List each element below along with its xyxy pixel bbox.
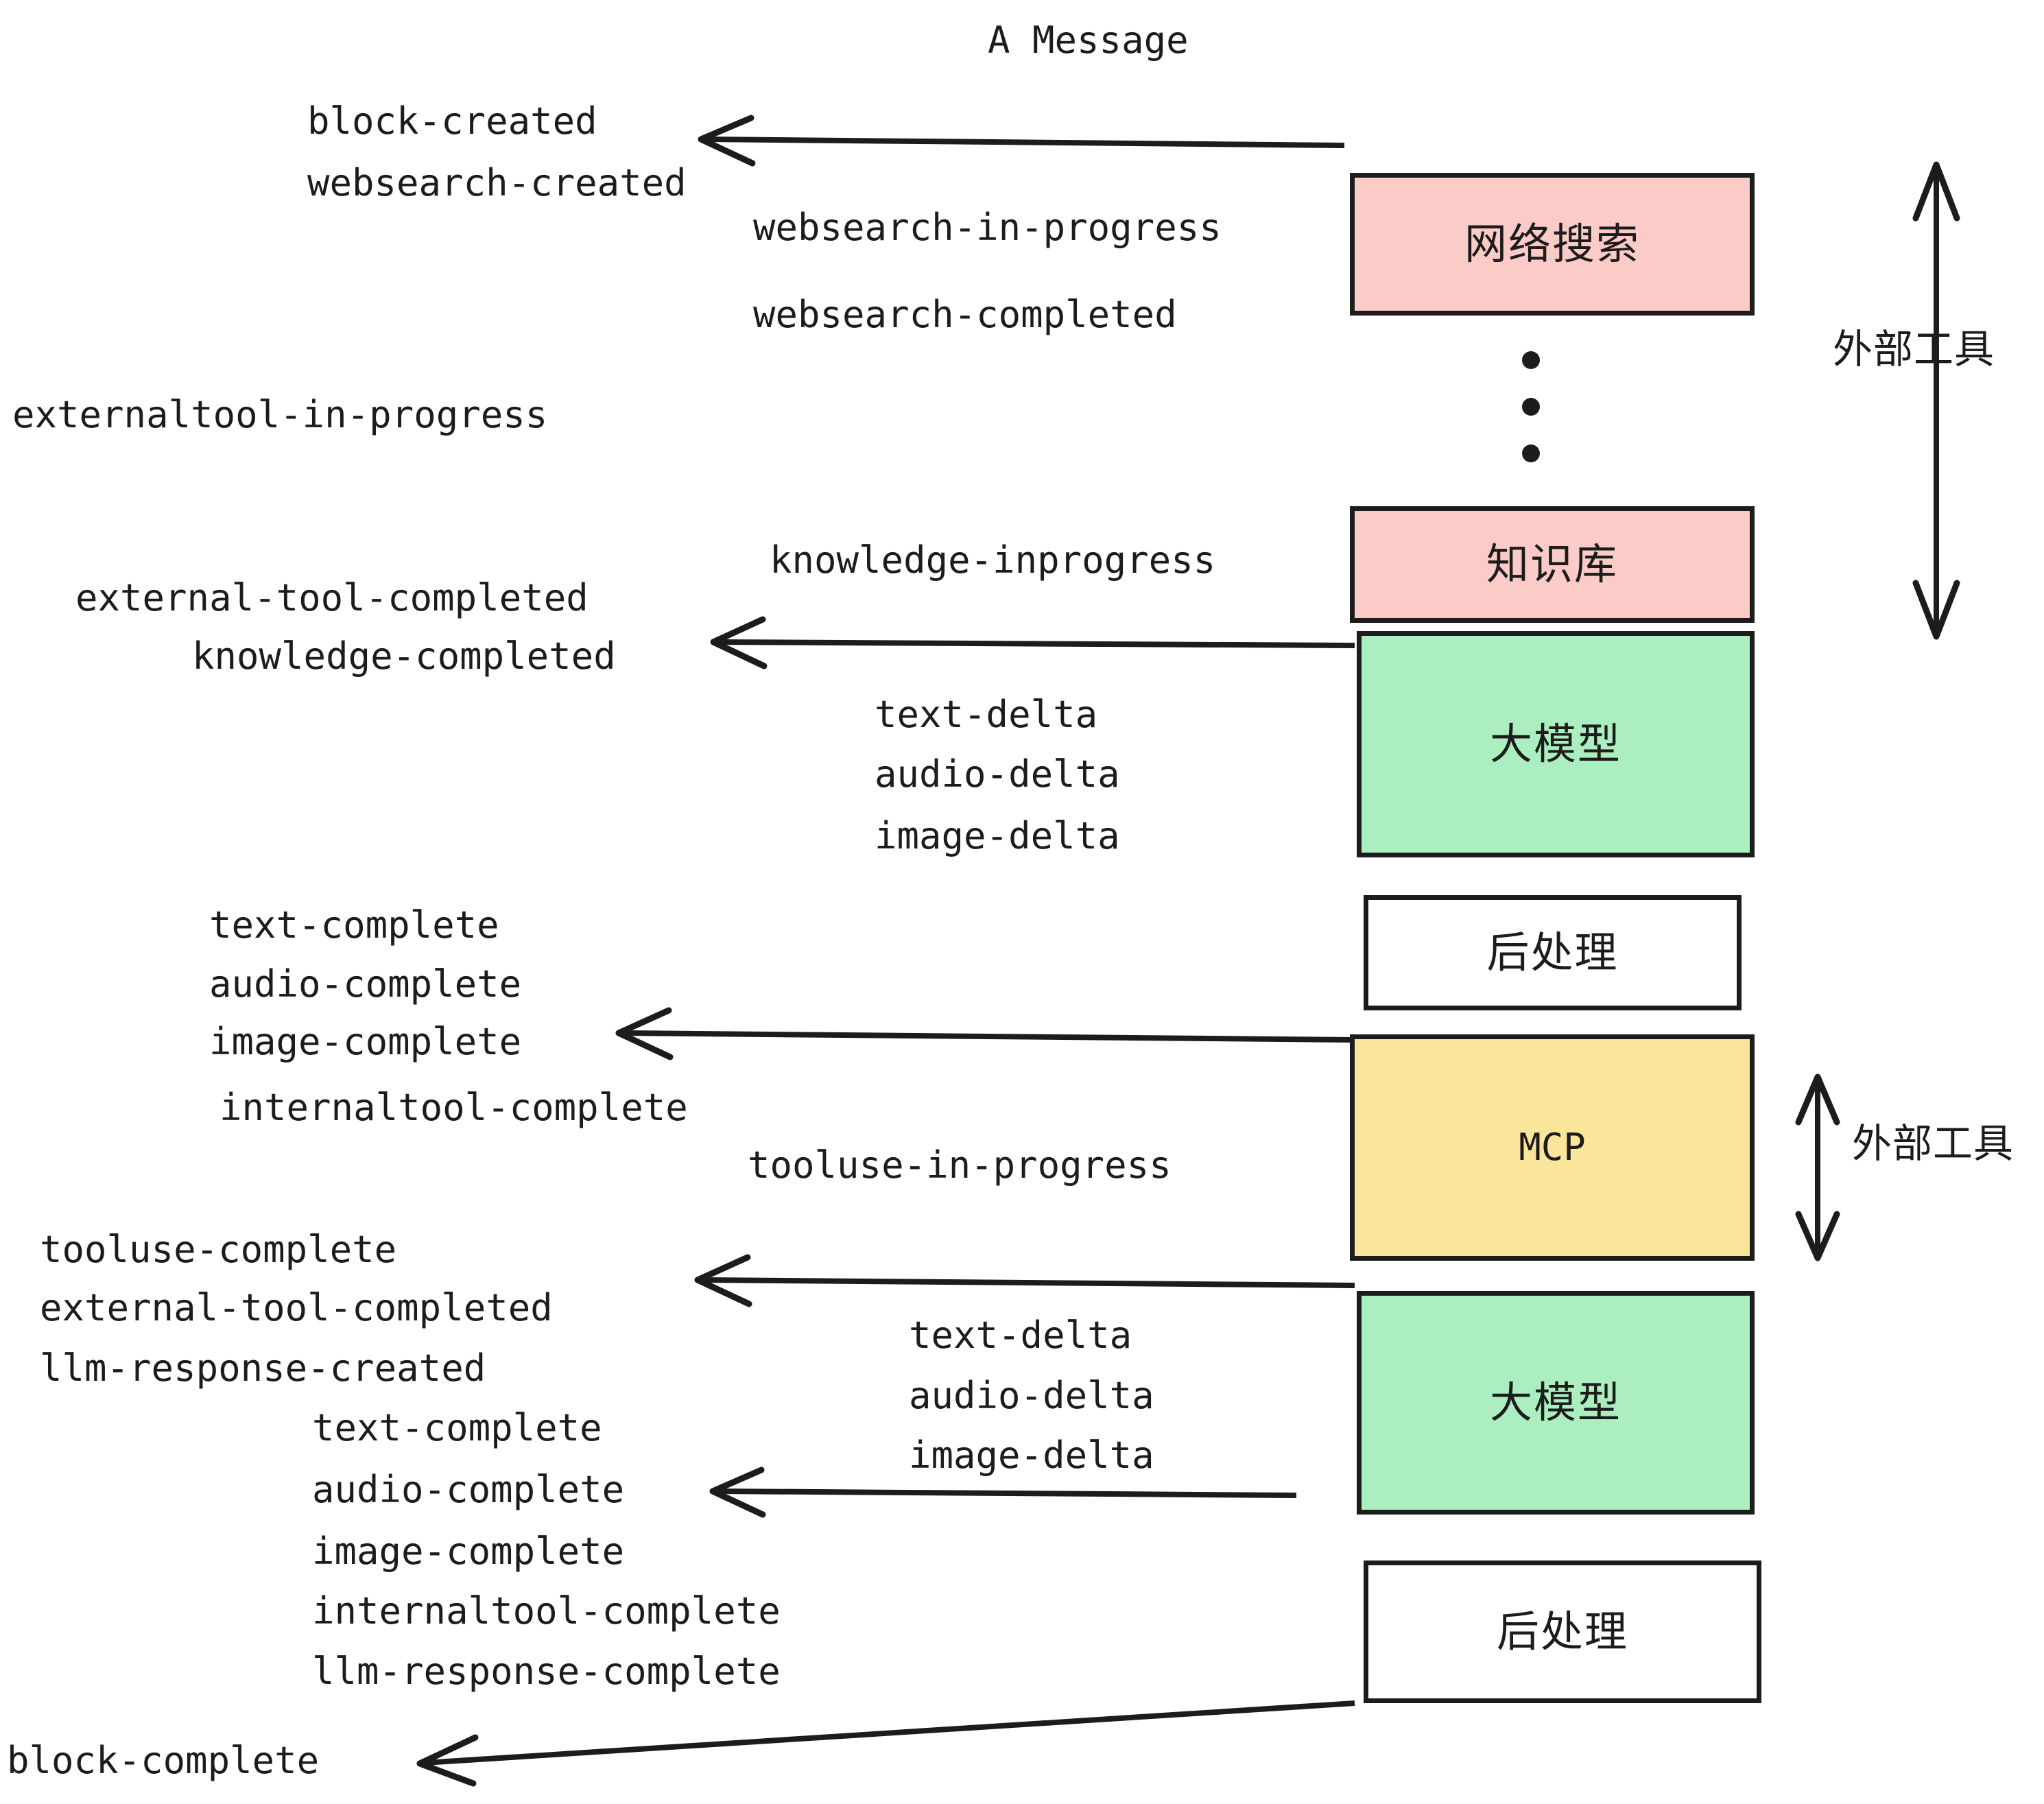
diagram-title: A Message <box>988 19 1189 62</box>
event-tooluse-complete: tooluse-complete <box>40 1228 397 1271</box>
arrow-knowledge-completed <box>710 616 1355 669</box>
event-text-delta-2: text-delta <box>909 1314 1132 1357</box>
event-external-tool-completed-2: external-tool-completed <box>40 1286 553 1329</box>
event-text-delta-1: text-delta <box>875 693 1098 736</box>
event-image-complete-1: image-complete <box>209 1020 522 1063</box>
event-audio-complete-1: audio-complete <box>209 962 522 1006</box>
box-postprocess-2-label: 后处理 <box>1496 1606 1628 1657</box>
event-knowledge-completed: knowledge-completed <box>192 634 616 678</box>
label-external-tools-bottom: 外部工具 <box>1852 1120 2015 1167</box>
event-image-delta-2: image-delta <box>909 1434 1154 1477</box>
ellipsis-dot-1 <box>1522 351 1540 369</box>
arrow-image-complete <box>615 1007 1355 1060</box>
event-block-created: block-created <box>307 99 597 143</box>
event-tooluse-in-progress: tooluse-in-progress <box>748 1143 1172 1187</box>
event-image-delta-1: image-delta <box>875 814 1120 857</box>
external-tools-bracket-top <box>1912 161 1960 640</box>
event-internaltool-complete-2: internaltool-complete <box>312 1589 781 1633</box>
event-text-complete-2: text-complete <box>312 1406 602 1449</box>
arrow-tooluse-complete <box>694 1254 1355 1307</box>
event-block-complete: block-complete <box>7 1739 320 1782</box>
box-postprocess-1-label: 后处理 <box>1486 927 1619 977</box>
box-mcp-label: MCP <box>1519 1126 1586 1169</box>
event-audio-delta-1: audio-delta <box>875 752 1120 796</box>
event-externaltool-in-progress: externaltool-in-progress <box>12 393 548 436</box>
event-internaltool-complete-1: internaltool-complete <box>219 1086 688 1129</box>
box-postprocess-1[interactable]: 后处理 <box>1364 895 1742 1010</box>
event-knowledge-inprogress: knowledge-inprogress <box>770 538 1216 582</box>
box-llm-1[interactable]: 大模型 <box>1357 631 1755 857</box>
box-knowledge-label: 知识库 <box>1486 539 1618 589</box>
event-image-complete-2: image-complete <box>312 1530 625 1573</box>
box-llm-2-label: 大模型 <box>1489 1377 1621 1427</box>
arrow-block-complete <box>416 1700 1355 1787</box>
event-websearch-created: websearch-created <box>307 161 687 204</box>
event-audio-complete-2: audio-complete <box>312 1468 625 1511</box>
box-postprocess-2[interactable]: 后处理 <box>1364 1560 1761 1703</box>
ellipsis-dot-2 <box>1522 398 1540 416</box>
box-websearch[interactable]: 网络搜索 <box>1350 173 1755 316</box>
arrow-websearch-to-created <box>698 115 1345 167</box>
box-llm-2[interactable]: 大模型 <box>1357 1291 1755 1515</box>
event-audio-delta-2: audio-delta <box>909 1374 1154 1417</box>
event-llm-response-complete: llm-response-complete <box>312 1650 781 1693</box>
box-websearch-label: 网络搜索 <box>1464 219 1640 269</box>
box-llm-1-label: 大模型 <box>1489 719 1621 769</box>
external-tools-bracket-bottom <box>1795 1073 1840 1261</box>
event-text-complete-1: text-complete <box>209 903 499 947</box>
label-external-tools-top: 外部工具 <box>1833 326 1995 372</box>
event-websearch-in-progress: websearch-in-progress <box>753 206 1222 249</box>
event-external-tool-completed-1: external-tool-completed <box>75 576 589 619</box>
box-knowledge[interactable]: 知识库 <box>1350 506 1755 623</box>
event-llm-response-created: llm-response-created <box>40 1346 486 1390</box>
box-mcp[interactable]: MCP <box>1350 1034 1755 1261</box>
event-websearch-completed: websearch-completed <box>753 293 1177 336</box>
ellipsis-dot-3 <box>1522 444 1540 462</box>
